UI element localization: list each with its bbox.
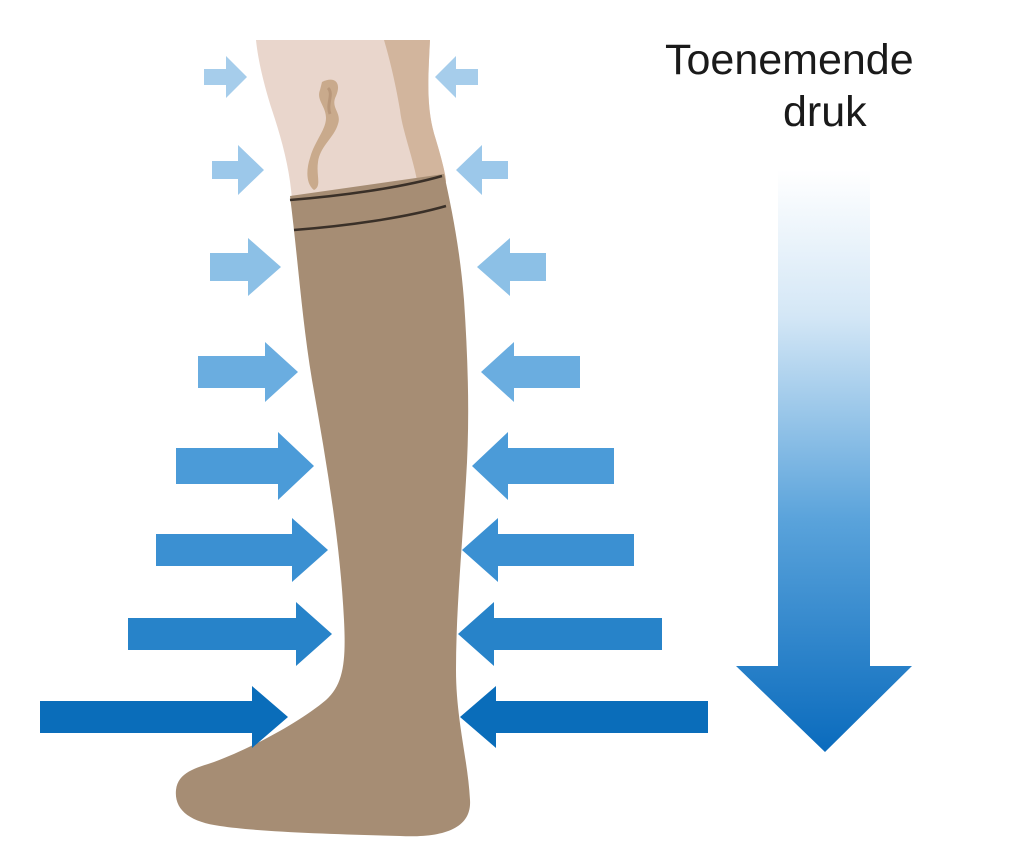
arrow-right-icon bbox=[156, 518, 328, 582]
arrow-left-icon bbox=[435, 56, 478, 98]
arrow-left-icon bbox=[477, 238, 546, 296]
arrow-left-icon bbox=[481, 342, 580, 402]
arrow-left-icon bbox=[456, 145, 508, 195]
pressure-label-line-2: druk bbox=[783, 88, 867, 136]
arrow-left-icon bbox=[462, 518, 634, 582]
skin-shadow bbox=[384, 40, 446, 186]
arrow-left-icon bbox=[460, 686, 708, 748]
right-pressure-arrows bbox=[435, 56, 708, 748]
arrow-right-icon bbox=[40, 686, 288, 748]
arrow-right-icon bbox=[204, 56, 247, 98]
arrow-left-icon bbox=[458, 602, 662, 666]
arrow-right-icon bbox=[210, 238, 281, 296]
arrow-left-icon bbox=[472, 432, 614, 500]
arrow-right-icon bbox=[128, 602, 332, 666]
vein-highlight bbox=[326, 86, 332, 115]
pressure-label-line-1: Toenemende bbox=[665, 36, 914, 84]
varicose-vein bbox=[307, 79, 339, 190]
compression-stocking bbox=[175, 174, 471, 837]
left-pressure-arrows bbox=[40, 56, 332, 748]
stocking-band-line-bottom bbox=[293, 204, 447, 232]
stocking-band-line-top bbox=[289, 174, 443, 202]
arrow-down-gradient-icon bbox=[736, 170, 912, 752]
arrow-right-icon bbox=[176, 432, 314, 500]
leg-illustration bbox=[256, 40, 446, 200]
arrow-right-icon bbox=[212, 145, 264, 195]
stocking-shape bbox=[175, 174, 471, 837]
arrow-right-icon bbox=[198, 342, 298, 402]
